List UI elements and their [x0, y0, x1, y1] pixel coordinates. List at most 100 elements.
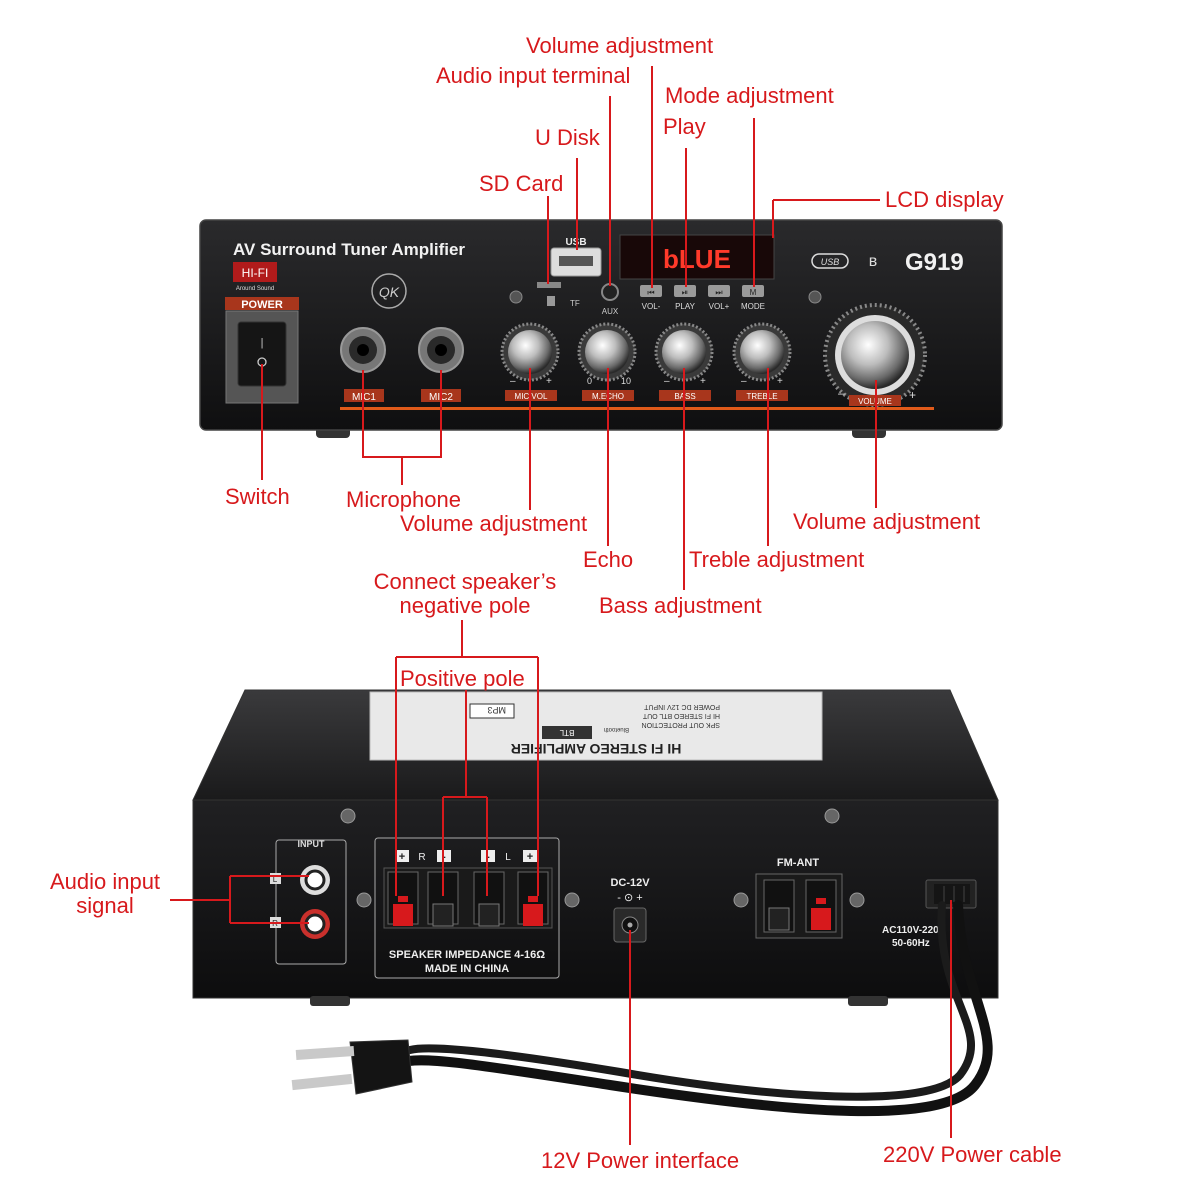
- back-sticker: [369, 691, 823, 761]
- power-plug: [291, 1039, 413, 1095]
- callout-audio-input-signal: Audio input signal: [49, 869, 161, 918]
- mic1-jack[interactable]: [340, 327, 386, 373]
- speaker-impedance-note: SPEAKER IMPEDANCE 4-16Ω: [389, 949, 545, 961]
- callout-microphone: Microphone: [346, 487, 461, 512]
- mic2-jack[interactable]: [418, 327, 464, 373]
- callout-treble-adjustment: Treble adjustment: [689, 547, 865, 572]
- fm-ant-label: FM-ANT: [777, 857, 819, 869]
- callout-volume-adjustment-main: Volume adjustment: [793, 509, 981, 534]
- callout-switch: Switch: [225, 484, 290, 509]
- button-mode[interactable]: M: [742, 285, 764, 297]
- svg-text:⏯: ⏯: [682, 288, 688, 297]
- svg-text:SPK OUT PROTECTION: SPK OUT PROTECTION: [642, 721, 720, 728]
- speaker-terminal-l-positive[interactable]: [517, 871, 549, 926]
- speaker-block: [374, 837, 560, 979]
- rca-left-jack[interactable]: [300, 865, 330, 895]
- svg-text:+: +: [527, 851, 533, 863]
- back-screw: [849, 892, 865, 908]
- front-screw-right: [808, 290, 822, 304]
- svg-text:R: R: [418, 852, 425, 863]
- dc-12v-jack[interactable]: [613, 907, 647, 943]
- button-vol-minus[interactable]: ⏮: [640, 285, 662, 297]
- svg-text:–: –: [838, 386, 845, 400]
- back-screw: [733, 892, 749, 908]
- fm-ant-terminal-red[interactable]: [805, 879, 837, 933]
- callout-speaker-negative: Connect speaker’s negative pole: [373, 569, 557, 618]
- power-label: POWER: [241, 299, 283, 311]
- knob-treble[interactable]: [732, 322, 792, 382]
- svg-text:+: +: [777, 376, 783, 387]
- power-cord: [291, 900, 993, 1117]
- callout-play: Play: [663, 114, 706, 139]
- button-label-play: PLAY: [675, 302, 696, 311]
- mic1-label: MIC1: [352, 392, 376, 403]
- callout-mode-adjustment: Mode adjustment: [665, 83, 834, 108]
- hifi-badge: [233, 262, 277, 282]
- svg-text:Bluetooth: Bluetooth: [604, 726, 629, 732]
- svg-text:M: M: [750, 288, 757, 297]
- callout-echo: Echo: [583, 547, 634, 572]
- svg-text:+: +: [399, 851, 405, 863]
- svg-text:+: +: [546, 376, 552, 387]
- svg-text:QK: QK: [379, 284, 400, 300]
- svg-text:POWER DC 12V INPUT: POWER DC 12V INPUT: [643, 703, 720, 710]
- speaker-terminal-r-positive[interactable]: [387, 871, 419, 926]
- ac-freq-label: 50-60Hz: [892, 938, 930, 949]
- speaker-terminal-l-negative[interactable]: [473, 871, 505, 927]
- button-play[interactable]: ⏯: [674, 285, 696, 297]
- input-label: INPUT: [298, 839, 326, 849]
- svg-text:+: +: [700, 376, 706, 387]
- callout-220v-power-cable: 220V Power cable: [883, 1142, 1062, 1167]
- power-label-bar: [225, 297, 299, 310]
- back-screw: [356, 892, 372, 908]
- knob-bass[interactable]: [654, 322, 714, 382]
- leader-lines: [170, 66, 952, 1145]
- svg-text:-: -: [486, 851, 490, 863]
- svg-text:–: –: [741, 376, 747, 387]
- callout-bass-adjustment: Bass adjustment: [599, 593, 762, 618]
- button-label-mode: MODE: [741, 302, 765, 311]
- svg-text:BTL: BTL: [559, 728, 574, 737]
- rca-right-jack[interactable]: [300, 909, 330, 939]
- aux-jack[interactable]: [601, 283, 619, 301]
- svg-text:USB: USB: [821, 257, 840, 267]
- knob-m-echo[interactable]: [577, 322, 637, 382]
- svg-text:MP3: MP3: [487, 705, 506, 715]
- bluetooth-icon: ʙ: [869, 253, 878, 270]
- callout-sd-card: SD Card: [479, 171, 564, 196]
- callout-audio-input-terminal: Audio input terminal: [436, 63, 631, 88]
- back-foot-right: [848, 996, 888, 1006]
- back-foot-left: [310, 996, 350, 1006]
- svg-text:–: –: [664, 376, 670, 387]
- sticker-title: HI FI STEREO AMPLIFIER: [511, 741, 682, 757]
- button-vol-plus[interactable]: ⏭: [708, 285, 730, 297]
- back-chassis: [192, 799, 999, 999]
- callout-u-disk: U Disk: [535, 125, 600, 150]
- callout-volume-adjustment-top: Volume adjustment: [526, 33, 714, 58]
- callout-12v-power-interface: 12V Power interface: [541, 1148, 740, 1173]
- fm-ant-terminal-black[interactable]: [763, 879, 795, 933]
- ac-label: AC110V-220V: [882, 925, 946, 936]
- hifi-badge-text: HI-FI: [242, 266, 269, 280]
- front-accent-line: [340, 407, 934, 410]
- dc-label: DC-12V: [610, 877, 650, 889]
- knob-volume[interactable]: [823, 303, 927, 407]
- made-in-note: MADE IN CHINA: [425, 963, 509, 975]
- knob-mic-vol[interactable]: [500, 322, 560, 382]
- button-label-vol-plus: VOL+: [709, 302, 730, 311]
- knob-label-mic-vol: MIC.VOL: [515, 392, 548, 401]
- sd-card-slot[interactable]: [537, 282, 561, 288]
- back-screw: [340, 808, 356, 824]
- lcd-text: bLUE: [663, 244, 731, 274]
- front-panel: HI-FI Around Sound POWER | AV Surround T…: [199, 219, 1003, 438]
- hifi-sub-text: Around Sound: [236, 286, 274, 292]
- rca-label-l: L: [273, 875, 278, 884]
- back-screw: [824, 808, 840, 824]
- callout-lcd-display: LCD display: [885, 187, 1004, 212]
- qk-logo: [371, 273, 407, 309]
- callout-volume-adjustment-mic: Volume adjustment: [400, 511, 588, 536]
- svg-text:⏮: ⏮: [647, 288, 654, 297]
- svg-text:|: |: [261, 337, 264, 349]
